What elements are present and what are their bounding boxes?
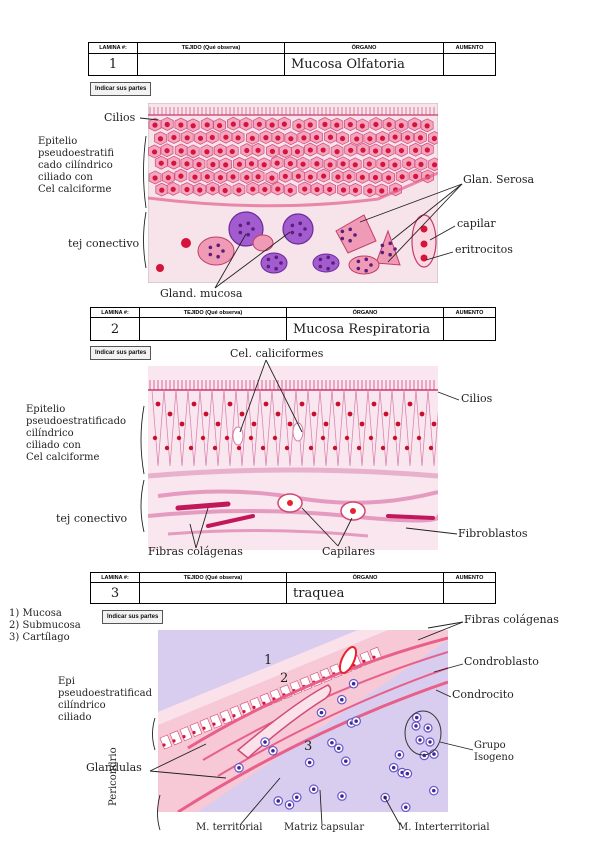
header-organo: ÓRGANO: [286, 307, 444, 318]
indicate-parts-button[interactable]: Indicar sus partes: [90, 82, 152, 96]
indicate-parts-button[interactable]: Indicar sus partes: [90, 346, 152, 360]
chondrocytes: [234, 678, 439, 812]
aumento-value[interactable]: [443, 582, 496, 604]
label-fibras-colagenas-3: Fibras colágenas: [464, 613, 559, 626]
section-3-table: LAMINA #: TEJIDO (Qué observa) ÓRGANO AU…: [90, 572, 496, 604]
label-pericondrio: Pericondrio: [108, 747, 119, 806]
respiratory-mucosa-drawing: [148, 366, 438, 550]
header-tejido: TEJIDO (Qué observa): [139, 572, 287, 583]
capillary: [411, 214, 437, 268]
layer-number-2: 2: [280, 671, 289, 686]
label-cel-caliciformes: Cel. caliciformes: [230, 347, 324, 360]
label-fibras-colagenas-2: Fibras colágenas: [148, 545, 243, 558]
label-grupo-isogeno: Grupo Isogeno: [474, 740, 514, 763]
capillaries: [277, 493, 366, 521]
section-2-table: LAMINA #: TEJIDO (Qué observa) ÓRGANO AU…: [90, 307, 496, 341]
header-aumento: AUMENTO: [443, 572, 496, 583]
header-aumento: AUMENTO: [443, 42, 496, 54]
header-tejido: TEJIDO (Qué observa): [137, 42, 285, 54]
label-condrocito: Condrocito: [452, 688, 514, 701]
layer-number-1: 1: [264, 653, 273, 668]
olfactory-mucosa-drawing: [148, 103, 438, 283]
cilia: [148, 107, 438, 116]
label-eritrocitos: eritrocitos: [455, 243, 513, 256]
lamina-value[interactable]: 2: [90, 317, 140, 341]
trachea-drawing: [158, 630, 448, 812]
organo-value[interactable]: traquea: [286, 582, 444, 604]
header-tejido: TEJIDO (Qué observa): [139, 307, 287, 318]
aumento-value[interactable]: [443, 53, 496, 76]
label-m-territorial: M. territorial: [196, 822, 263, 833]
lamina-value[interactable]: 3: [90, 582, 140, 604]
label-layer-legend: 1) Mucosa 2) Submucosa 3) Cartílago: [9, 608, 81, 643]
header-lamina: LAMINA #:: [88, 42, 138, 54]
header-lamina: LAMINA #:: [90, 307, 140, 318]
indicate-parts-button[interactable]: Indicar sus partes: [102, 610, 164, 624]
header-lamina: LAMINA #:: [90, 572, 140, 583]
aumento-value[interactable]: [443, 317, 496, 341]
header-aumento: AUMENTO: [443, 307, 496, 318]
lamina-value[interactable]: 1: [88, 53, 138, 76]
label-gland-mucosa: Gland. mucosa: [160, 287, 243, 300]
tejido-value[interactable]: [139, 582, 287, 604]
label-capilares: Capilares: [322, 545, 376, 558]
section-1-table: LAMINA #: TEJIDO (Qué observa) ÓRGANO AU…: [88, 42, 496, 76]
label-glan-serosa: Glan. Serosa: [463, 173, 535, 186]
label-tej-conectivo-1: tej conectivo: [68, 237, 140, 250]
layer-number-3: 3: [304, 739, 313, 754]
label-cilios-2: Cilios: [461, 392, 493, 405]
label-epitelio-2: Epitelio pseudoestratificado cilíndrico …: [26, 404, 126, 463]
tejido-value[interactable]: [139, 317, 287, 341]
label-cilios-1: Cilios: [104, 111, 136, 124]
label-fibroblastos: Fibroblastos: [458, 527, 528, 540]
label-m-interterritorial: M. Interterritorial: [398, 822, 490, 833]
label-epitelio-3: Epi pseudoestratificad cilíndrico ciliad…: [58, 676, 152, 723]
header-organo: ÓRGANO: [286, 572, 444, 583]
label-tej-conectivo-2: tej conectivo: [56, 512, 128, 525]
header-organo: ÓRGANO: [284, 42, 444, 54]
organo-value[interactable]: Mucosa Respiratoria: [286, 317, 444, 341]
label-epitelio-1: Epitelio pseudoestratifi cado cilíndrico…: [38, 136, 115, 195]
epithelial-cells: [148, 116, 438, 198]
label-glandulas: Glandulas: [86, 761, 142, 774]
label-capilar: capilar: [457, 217, 496, 230]
label-condroblasto: Condroblasto: [464, 655, 539, 668]
tejido-value[interactable]: [137, 53, 285, 76]
organo-value[interactable]: Mucosa Olfatoria: [284, 53, 444, 76]
label-matriz-capsular: Matriz capsular: [284, 822, 365, 833]
